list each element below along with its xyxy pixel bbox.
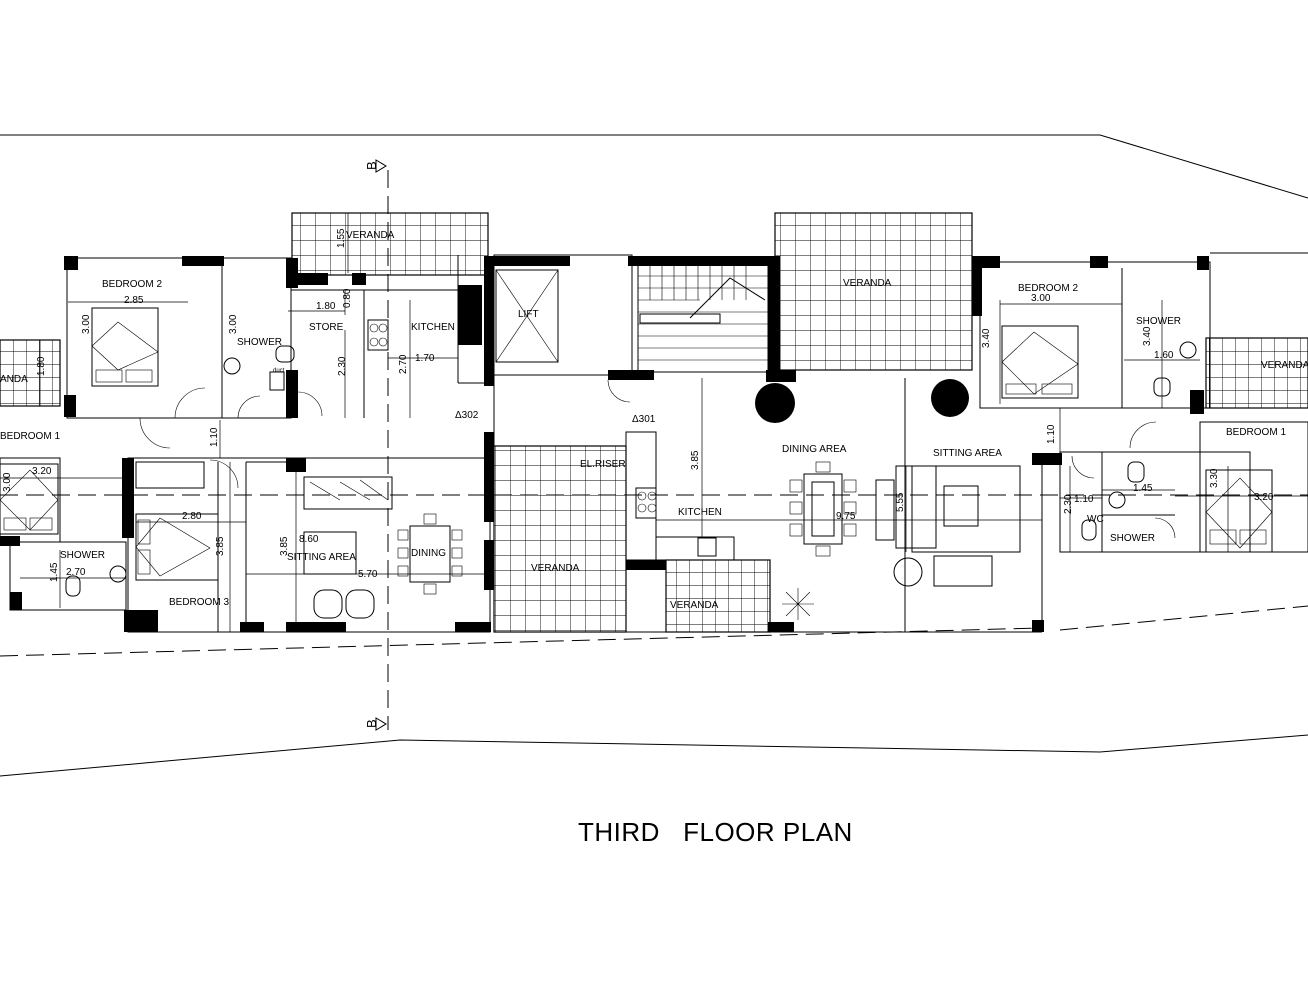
bed-bedroom2-right [1001,325,1079,399]
label-sitting-area-right: SITTING AREA [933,448,1002,459]
site-boundary [0,134,1308,777]
dim-3-85b: 3.85 [279,536,290,556]
dimension-labels: 2.85 3.00 3.00 1.80 0.80 1.55 2.30 2.70 … [2,228,1274,582]
dim-8-60: 8.60 [299,534,319,545]
bed-bedroom1-left [0,463,59,535]
dim-2-30b: 2.30 [1063,494,1074,514]
dim-1-80: 1.80 [316,301,336,312]
label-lift: LIFT [518,309,539,320]
label-shower-lower-right: SHOWER [1110,533,1155,544]
veranda-tiles [0,212,1308,633]
dim-2-30a: 2.30 [337,356,348,376]
staircase [637,263,769,373]
bed-bedroom2-left [91,307,159,387]
structural-columns [0,256,1209,632]
dim-2-70a: 2.70 [398,354,409,374]
label-dining-left: DINING [411,548,446,559]
dim-1-45a: 1.45 [49,562,60,582]
dim-2-70b: 2.70 [66,567,86,578]
dim-3-00b: 3.00 [228,314,239,334]
dim-0-80: 0.80 [342,288,353,308]
label-kitchen-right: KITCHEN [678,507,722,518]
dim-3-30: 3.30 [1209,468,1220,488]
dim-1-10b: 1.10 [1046,424,1057,444]
label-wc: WC [1087,514,1104,525]
label-bedroom3: BEDROOM 3 [169,597,229,608]
dim-1-60: 1.60 [1154,350,1174,361]
dining-table-left [397,513,463,595]
dim-1-45b: 1.45 [1133,483,1153,494]
dim-5-55: 5.55 [895,492,906,512]
kitchen-units-right [635,487,717,557]
dim-3-20b: 3.20 [1254,492,1274,503]
dim-3-00a: 3.00 [81,314,92,334]
label-duct: duct [273,368,285,374]
dimension-lines [0,213,1308,632]
label-veranda-top-right: VERANDA [843,278,892,289]
furniture-beds [0,307,1273,581]
label-store: STORE [309,322,344,333]
lift-shaft [495,269,559,363]
sanitary-fixtures [65,341,1197,597]
markers: B B Δ302 Δ301 [364,161,656,728]
label-sitting-left: SITTING AREA [287,552,356,563]
label-veranda-top-left: VERANDA [346,230,395,241]
label-bedroom2-right: BEDROOM 2 [1018,283,1078,294]
dim-2-80: 2.80 [182,511,202,522]
label-veranda-far-right: VERANDA [1261,360,1308,371]
walls-outline [0,254,1308,633]
label-veranda-center-right: VERANDA [670,600,719,611]
label-shower-right: SHOWER [1136,316,1181,327]
section-mark-top: B [364,161,379,170]
label-veranda-center-left: VERANDA [531,563,580,574]
dining-table-right [789,461,857,557]
armchairs-left [313,589,375,619]
label-shower-lower-left: SHOWER [60,550,105,561]
dim-3-00c: 3.00 [2,472,13,492]
dim-1-55: 1.55 [336,228,347,248]
label-kitchen-left: KITCHEN [411,322,455,333]
dim-5-70: 5.70 [358,569,378,580]
dim-1-70: 1.70 [415,353,435,364]
dim-3-40b: 3.40 [1142,326,1153,346]
section-mark-bottom: B [364,719,379,728]
dim-3-20: 3.20 [32,466,52,477]
sitting-set-right [875,465,1021,587]
dim-1-10a: 1.10 [209,427,220,447]
dim-1-10c: 1.10 [1074,494,1094,505]
label-el-riser: EL.RISER [580,459,626,470]
label-dining-area: DINING AREA [782,444,847,455]
label-bedroom2-left: BEDROOM 2 [102,279,162,290]
door-swings [139,379,1176,539]
furniture-living [65,319,1197,620]
label-bedroom1-right: BEDROOM 1 [1226,427,1286,438]
label-bedroom1-left: BEDROOM 1 [0,431,60,442]
dim-3-85c: 3.85 [690,450,701,470]
bed-bedroom1-right [1205,469,1273,553]
label-shower-left: SHOWER [237,337,282,348]
section-line [0,159,1308,731]
dim-9-75: 9.75 [836,511,856,522]
kitchen-units-left [367,319,389,351]
dim-2-85: 2.85 [124,295,144,306]
level-left: Δ302 [455,410,479,421]
level-right: Δ301 [632,414,656,425]
sofa-left [303,476,393,510]
label-veranda-far-left: ANDA [0,374,28,385]
plants [755,379,969,620]
room-labels: VERANDA BEDROOM 2 SHOWER STORE KITCHEN L… [0,230,1308,611]
dim-1-80b: 1.80 [36,356,47,376]
bed-bedroom3 [135,513,219,581]
dim-3-40a: 3.40 [981,328,992,348]
dim-3-85a: 3.85 [215,536,226,556]
drawing-title: THIRD FLOOR PLAN [578,817,853,847]
dim-3-00d: 3.00 [1031,293,1051,304]
